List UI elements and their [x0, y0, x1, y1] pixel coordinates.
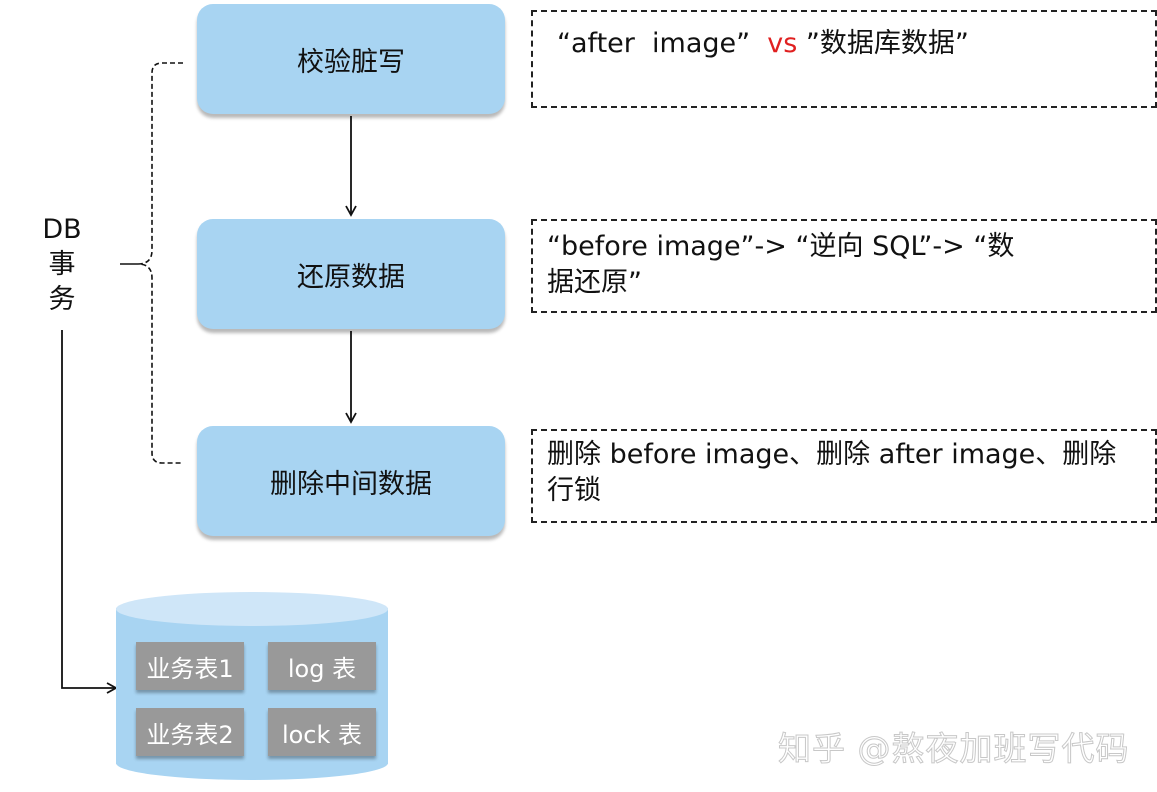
table-business-2: 业务表2 [136, 708, 244, 756]
note-line: 行锁 [547, 475, 601, 506]
db-label-line: 事 [48, 249, 76, 280]
db-transaction-label: DB 事 务 [34, 212, 90, 317]
table-lock: lock 表 [268, 708, 376, 756]
step-label: 还原数据 [297, 261, 405, 293]
database-cylinder-top [116, 592, 388, 626]
note-highlight-vs: vs [767, 28, 798, 59]
table-business-1: 业务表1 [136, 642, 244, 690]
note-text: “after image” [557, 28, 768, 59]
note-text: ”数据库数据” [797, 28, 969, 59]
note-line: 据还原” [547, 267, 642, 298]
arrow-transaction-to-database [61, 330, 118, 694]
watermark: 知乎 @熬夜加班写代码 [778, 729, 1130, 769]
db-label-line: DB [42, 214, 82, 245]
database-cylinder: 业务表1 log 表 业务表2 lock 表 [116, 590, 388, 782]
table-label: lock 表 [281, 720, 363, 749]
table-label: log 表 [287, 654, 357, 683]
note-line: “before image”-> “逆向 SQL”-> “数 [547, 231, 1015, 262]
step-label: 删除中间数据 [270, 468, 432, 500]
table-label: 业务表2 [146, 720, 234, 749]
note-restore-steps: “before image”-> “逆向 SQL”-> “数 据还原” [531, 219, 1157, 313]
step-restore-data: 还原数据 [197, 219, 505, 329]
db-label-line: 务 [48, 284, 76, 315]
note-delete-items: 删除 before image、删除 after image、删除 行锁 [531, 429, 1157, 523]
table-log: log 表 [268, 642, 376, 690]
note-compare-after-image: “after image” vs ”数据库数据” [531, 10, 1157, 108]
step-delete-intermediate-data: 删除中间数据 [197, 426, 505, 536]
step-label: 校验脏写 [297, 46, 405, 78]
note-line: 删除 before image、删除 after image、删除 [547, 439, 1117, 470]
table-label: 业务表1 [146, 654, 234, 683]
db-transaction-bracket [137, 62, 183, 464]
step-check-dirty-write: 校验脏写 [197, 4, 505, 114]
